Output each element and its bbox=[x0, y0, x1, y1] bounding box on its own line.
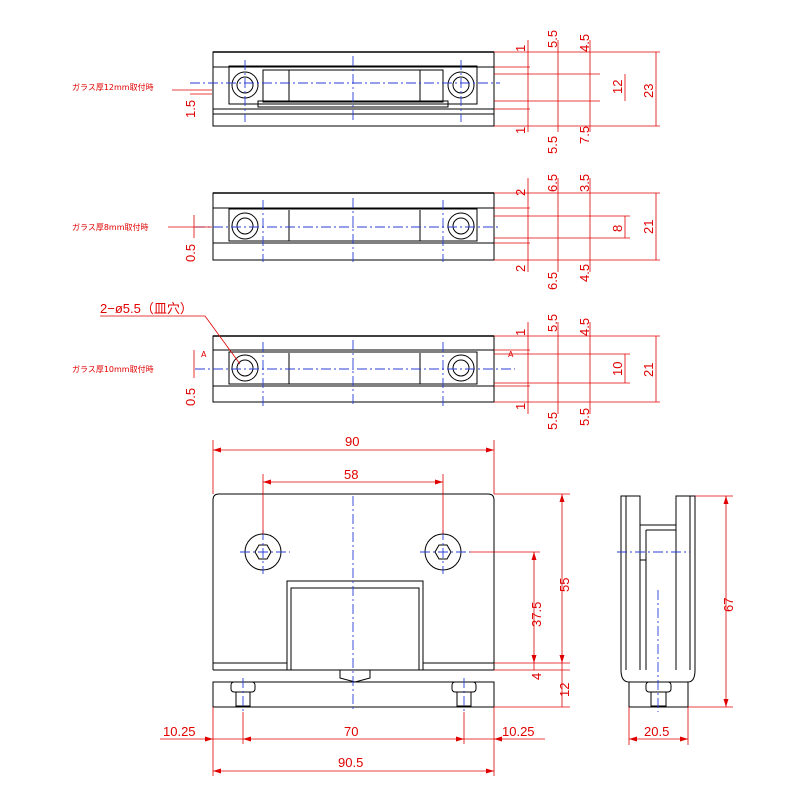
view2-dim-21: 21 bbox=[641, 220, 656, 234]
side-view: 67 20.5 bbox=[617, 495, 736, 745]
dim-hole-pitch-58: 58 bbox=[344, 467, 358, 482]
side-left-plate bbox=[620, 495, 641, 670]
view3-dim-left: 0.5 bbox=[183, 388, 198, 406]
view1-dim-23: 23 bbox=[641, 84, 656, 98]
note-glass-10mm: ガラス厚10mm取付時 bbox=[72, 364, 154, 374]
view1-dim-7-5: 7.5 bbox=[577, 126, 592, 144]
view3-dim-5-5-bottom: 5.5 bbox=[545, 412, 560, 430]
section-mark-right: A bbox=[508, 350, 514, 359]
view3-dim-4-5: 4.5 bbox=[577, 318, 592, 336]
view2-dim-4-5: 4.5 bbox=[577, 264, 592, 282]
dim-bottom-left-10-25: 10.25 bbox=[163, 724, 196, 739]
view1-dim-1-bottom: 1 bbox=[513, 127, 528, 134]
view2-hole-left bbox=[231, 212, 259, 240]
view1-dim-12: 12 bbox=[610, 80, 625, 94]
view2-dim-6-5-bottom: 6.5 bbox=[545, 272, 560, 290]
top-view-8mm: ガラス厚8mm取付時 0.5 2 2 6.5 6.5 3.5 4.5 8 21 bbox=[72, 174, 660, 290]
view2-dim-8: 8 bbox=[610, 225, 625, 232]
front-view: 90 58 55 37.5 4 12 10.25 70 bbox=[160, 434, 572, 776]
view1-dim-left: 1.5 bbox=[183, 100, 198, 118]
view3-dim-1-bottom: 1 bbox=[513, 403, 528, 410]
top-view-12mm: ガラス厚12mm取付時 1.5 1 1 5.5 5.5 4.5 7.5 12 2… bbox=[72, 30, 660, 154]
view2-dim-2-bottom: 2 bbox=[513, 265, 528, 272]
section-mark-left: A bbox=[201, 350, 207, 359]
dim-side-height-67: 67 bbox=[721, 598, 736, 612]
view1-dim-5-5-top: 5.5 bbox=[545, 30, 560, 48]
view2-dim-3-5: 3.5 bbox=[577, 174, 592, 192]
top-view-10mm: 2−ø5.5（皿穴） ガラス厚10mm取付時 A A 0.5 1 1 5.5 5… bbox=[72, 301, 660, 430]
view3-dim-5-5-top: 5.5 bbox=[545, 314, 560, 332]
dim-bottom-right-10-25: 10.25 bbox=[502, 724, 535, 739]
view1-dim-1-top: 1 bbox=[513, 45, 528, 52]
note-glass-12mm: ガラス厚12mm取付時 bbox=[72, 82, 154, 92]
view2-dim-2-top: 2 bbox=[513, 189, 528, 196]
view3-hole-right bbox=[447, 354, 475, 382]
side-base bbox=[628, 681, 689, 708]
glass-slot bbox=[286, 580, 424, 671]
view1-outline bbox=[212, 51, 495, 127]
view3-dim-5-5: 5.5 bbox=[577, 408, 592, 426]
note-glass-8mm: ガラス厚8mm取付時 bbox=[72, 222, 149, 232]
view3-hole-left bbox=[231, 354, 259, 382]
view3-dim-10: 10 bbox=[610, 362, 625, 376]
dim-height-55: 55 bbox=[557, 578, 572, 592]
dim-height-4: 4 bbox=[529, 673, 544, 680]
dim-height-37-5: 37.5 bbox=[529, 602, 544, 627]
dim-height-12: 12 bbox=[557, 683, 572, 697]
view1-dim-5-5-bottom: 5.5 bbox=[545, 136, 560, 154]
note-hole-callout: 2−ø5.5（皿穴） bbox=[100, 301, 193, 316]
dim-side-width-20-5: 20.5 bbox=[644, 724, 669, 739]
dim-width-90: 90 bbox=[345, 434, 359, 449]
view2-dim-6-5-top: 6.5 bbox=[545, 174, 560, 192]
dim-bottom-total-90-5: 90.5 bbox=[338, 755, 363, 770]
view1-dim-4-5: 4.5 bbox=[577, 34, 592, 52]
dim-bottom-mid-70: 70 bbox=[344, 724, 358, 739]
view3-dim-1-top: 1 bbox=[513, 329, 528, 336]
view2-outline bbox=[212, 192, 495, 261]
view2-dim-left: 0.5 bbox=[183, 244, 198, 262]
view2-hole-right bbox=[447, 212, 475, 240]
front-body-outline bbox=[212, 493, 495, 670]
view3-dim-21: 21 bbox=[641, 363, 656, 377]
